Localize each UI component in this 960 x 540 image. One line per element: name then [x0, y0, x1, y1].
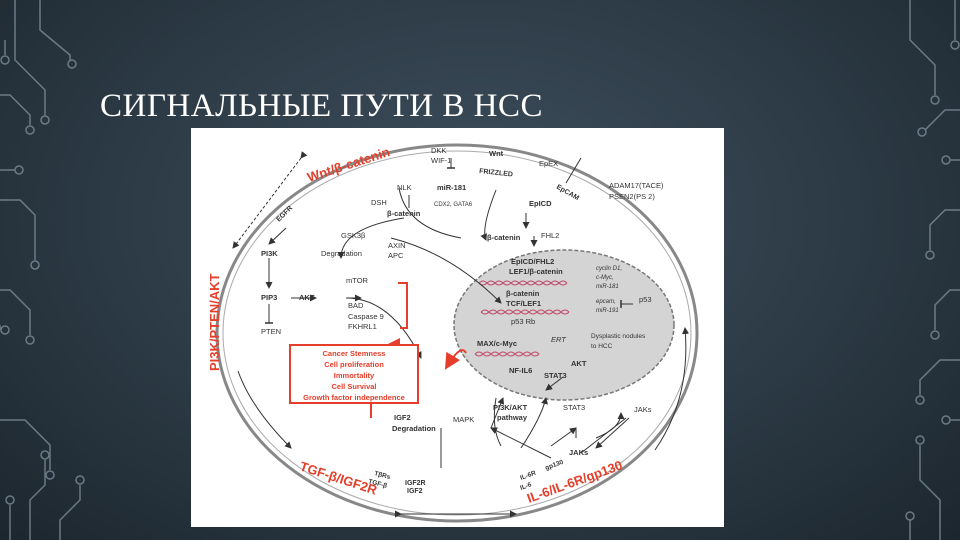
label-wif: WIF-1 — [431, 156, 451, 165]
label-il6r: IL-6R — [519, 470, 537, 482]
label-epcam: EpCAM — [555, 184, 580, 203]
pathway-wnt: Wnt/β-catenin — [305, 144, 391, 185]
outcome-item: Growth factor independence — [303, 393, 405, 402]
label-pip3: PIP3 — [261, 293, 277, 302]
label-beta-catenin-2: β-catenin — [487, 233, 521, 242]
outcome-item: Immortality — [334, 371, 375, 380]
label-lef-beta: LEF1/β-catenin — [509, 267, 563, 276]
label-beta-catenin: β-catenin — [387, 209, 421, 218]
outcome-item: Cell proliferation — [324, 360, 384, 369]
label-akt-2: AKT — [571, 359, 587, 368]
label-ert: ERT — [551, 335, 567, 344]
label-epcam-small: epcam, — [596, 299, 616, 305]
label-pathway: pathway — [497, 413, 528, 422]
label-igf2: IGF2 — [394, 413, 411, 422]
label-fkhrl: FKHRL1 — [348, 322, 377, 331]
circuit-decoration-left — [0, 0, 85, 540]
label-akt: AKT — [299, 293, 315, 302]
label-frizzled: FRIZZLED — [479, 168, 513, 178]
cell-membrane — [215, 143, 699, 523]
label-pi3k-akt: PI3K/AKT — [493, 403, 528, 412]
label-cyclin: cyclin D1, — [596, 266, 622, 272]
pathway-pi3k: PI3K/PTEN/AKT — [207, 273, 222, 371]
label-jaks-2: JAKs — [569, 448, 588, 457]
label-stat3-2: STAT3 — [563, 403, 585, 412]
label-apc: APC — [388, 251, 404, 260]
label-il6: IL-6 — [519, 481, 533, 492]
slide-title: СИГНАЛЬНЫЕ ПУТИ В НСС — [100, 88, 543, 124]
outcome-item: Cell Survival — [331, 382, 376, 391]
label-to-hcc: to HCC — [591, 343, 613, 350]
label-dkk: DKK — [431, 146, 446, 155]
label-igf2r: IGF2R — [405, 480, 426, 487]
outcome-item: Cancer Stemness — [323, 349, 386, 358]
label-mir191: miR-191 — [596, 308, 619, 314]
signaling-pathway-diagram: Cancer Stemness Cell proliferation Immor… — [191, 128, 724, 527]
label-p53: p53 — [639, 295, 652, 304]
label-beta-catenin-3: β-catenin — [506, 289, 540, 298]
label-tgfbrs: TβRs — [373, 470, 391, 481]
label-tgfb: TGF-β — [367, 478, 387, 490]
label-epicd-fhl2: EpICD/FHL2 — [511, 257, 554, 266]
label-tcf: TCF/LEF1 — [506, 299, 541, 308]
label-gsk: GSK3β — [341, 231, 366, 240]
label-igf2-2: IGF2 — [407, 488, 423, 495]
label-bad: BAD — [348, 301, 364, 310]
label-nfil6: NF-IL6 — [509, 366, 532, 375]
label-jaks: JAKs — [634, 405, 652, 414]
circuit-decoration-right — [905, 0, 960, 540]
label-nlk: NLK — [397, 183, 412, 192]
label-p53rb: p53 Rb — [511, 317, 535, 326]
label-degradation: Degradation — [321, 249, 362, 258]
label-adam: ADAM17(TACE) — [609, 181, 664, 190]
label-wnt: Wnt — [489, 149, 504, 158]
label-axin: AXIN — [388, 241, 406, 250]
nucleus — [453, 249, 675, 401]
label-pi3k: PI3K — [261, 249, 278, 258]
label-degradation-2: Degradation — [392, 424, 436, 433]
pathway-tgf: TGF-β/IGF2R — [298, 459, 379, 498]
label-maxmyc: MAX/c-Myc — [477, 339, 517, 348]
label-dysplastic: Dysplastic nodules — [591, 333, 646, 340]
label-cmyc: c-Myc, — [596, 275, 614, 281]
label-caspase: Caspase 9 — [348, 312, 384, 321]
outcomes-box — [289, 344, 419, 404]
label-stat3: STAT3 — [544, 371, 567, 380]
label-pten: PTEN — [261, 327, 281, 336]
label-mtor: mTOR — [346, 276, 369, 285]
label-epex: EpEX — [539, 159, 558, 168]
label-gp130: gp130 — [544, 459, 564, 472]
label-cdx: CDX2, GATA6 — [434, 202, 473, 208]
label-psen: PSEN2(PS 2) — [609, 192, 655, 201]
label-epicd: EpICD — [529, 199, 552, 208]
label-fhl2: FHL2 — [541, 231, 559, 240]
label-mir181-2: miR-181 — [596, 284, 619, 290]
diagram-labels: DKK WIF-1 Wnt FRIZZLED EpEX ADAM17(TACE)… — [261, 146, 664, 495]
dna-strands — [474, 280, 570, 357]
label-dsh: DSH — [371, 198, 387, 207]
outcome-list: Cancer Stemness Cell proliferation Immor… — [303, 349, 405, 402]
pathway-il6: IL-6/IL-6R/gp130 — [525, 457, 624, 505]
label-mir181: miR-181 — [437, 183, 466, 192]
label-mapk: MAPK — [453, 415, 474, 424]
